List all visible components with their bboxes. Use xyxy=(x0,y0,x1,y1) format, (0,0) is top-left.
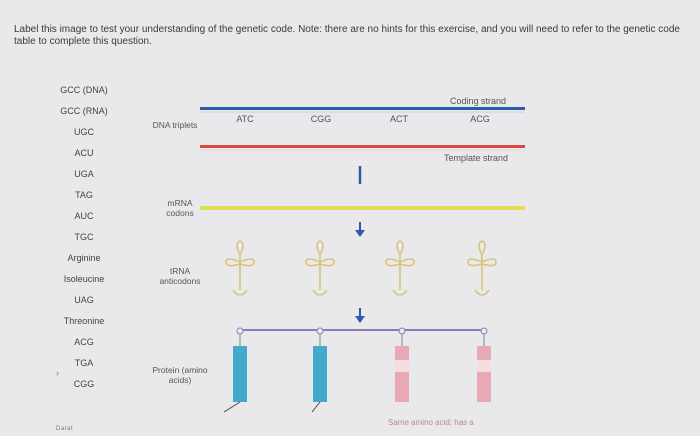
instructions-text: Label this image to test your understand… xyxy=(14,24,680,47)
arrow-down-icon-1 xyxy=(355,222,365,237)
trna-icon-4 xyxy=(467,240,497,296)
arrow-down-icon-2 xyxy=(355,308,365,323)
row-label-trna-anticodons: tRNA anticodons xyxy=(159,266,201,286)
row-label-mrna-codons: mRNA codons xyxy=(166,198,194,218)
trna-icon-1 xyxy=(225,240,255,296)
option-tag[interactable]: TAG xyxy=(75,190,93,200)
option-cgg[interactable]: CGG xyxy=(73,379,95,389)
option-threonine[interactable]: Threonine xyxy=(63,316,105,326)
option-tgc[interactable]: TGC xyxy=(74,232,94,242)
option-isoleucine[interactable]: Isoleucine xyxy=(63,274,105,284)
option-uag[interactable]: UAG xyxy=(74,295,94,305)
amino-acid-2 xyxy=(311,327,327,413)
option-gcc-rna[interactable]: GCC (RNA) xyxy=(60,106,108,116)
mrna-strand-line xyxy=(200,206,525,210)
option-tga[interactable]: TGA xyxy=(74,358,94,368)
row-label-dna-triplets: DNA triplets xyxy=(152,120,198,130)
option-acu[interactable]: ACU xyxy=(74,148,94,158)
bottom-note-text: Same amino acid; has a xyxy=(388,418,474,427)
coding-codon-4: ACG xyxy=(470,114,490,124)
amino-acid-1 xyxy=(223,327,247,413)
coding-strand-line xyxy=(200,107,525,110)
bottom-left-text: Darat xyxy=(56,426,74,432)
trna-icon-3 xyxy=(385,240,415,296)
answer-options-list: GCC (DNA) GCC (RNA) UGC ACU UGA TAG AUC … xyxy=(40,80,128,395)
coding-strand-label: Coding strand xyxy=(450,96,507,106)
coding-codon-1: ATC xyxy=(236,114,254,124)
option-uga[interactable]: UGA xyxy=(74,169,94,179)
coding-codon-2: CGG xyxy=(310,114,332,124)
template-strand-line xyxy=(200,145,525,148)
coding-codon-3: ACT xyxy=(390,114,408,124)
option-ugc[interactable]: UGC xyxy=(74,127,94,137)
option-auc[interactable]: AUC xyxy=(74,211,94,221)
option-arginine[interactable]: Arginine xyxy=(67,253,101,263)
row-label-protein: Protein (amino acids) xyxy=(152,365,208,385)
cursor-mark: › xyxy=(56,368,59,378)
option-acg[interactable]: ACG xyxy=(74,337,94,347)
amino-acid-3 xyxy=(395,327,409,402)
template-strand-label: Template strand xyxy=(444,153,509,163)
amino-acid-4 xyxy=(477,327,491,402)
trna-icon-2 xyxy=(305,240,335,296)
option-gcc-dna[interactable]: GCC (DNA) xyxy=(60,85,108,95)
